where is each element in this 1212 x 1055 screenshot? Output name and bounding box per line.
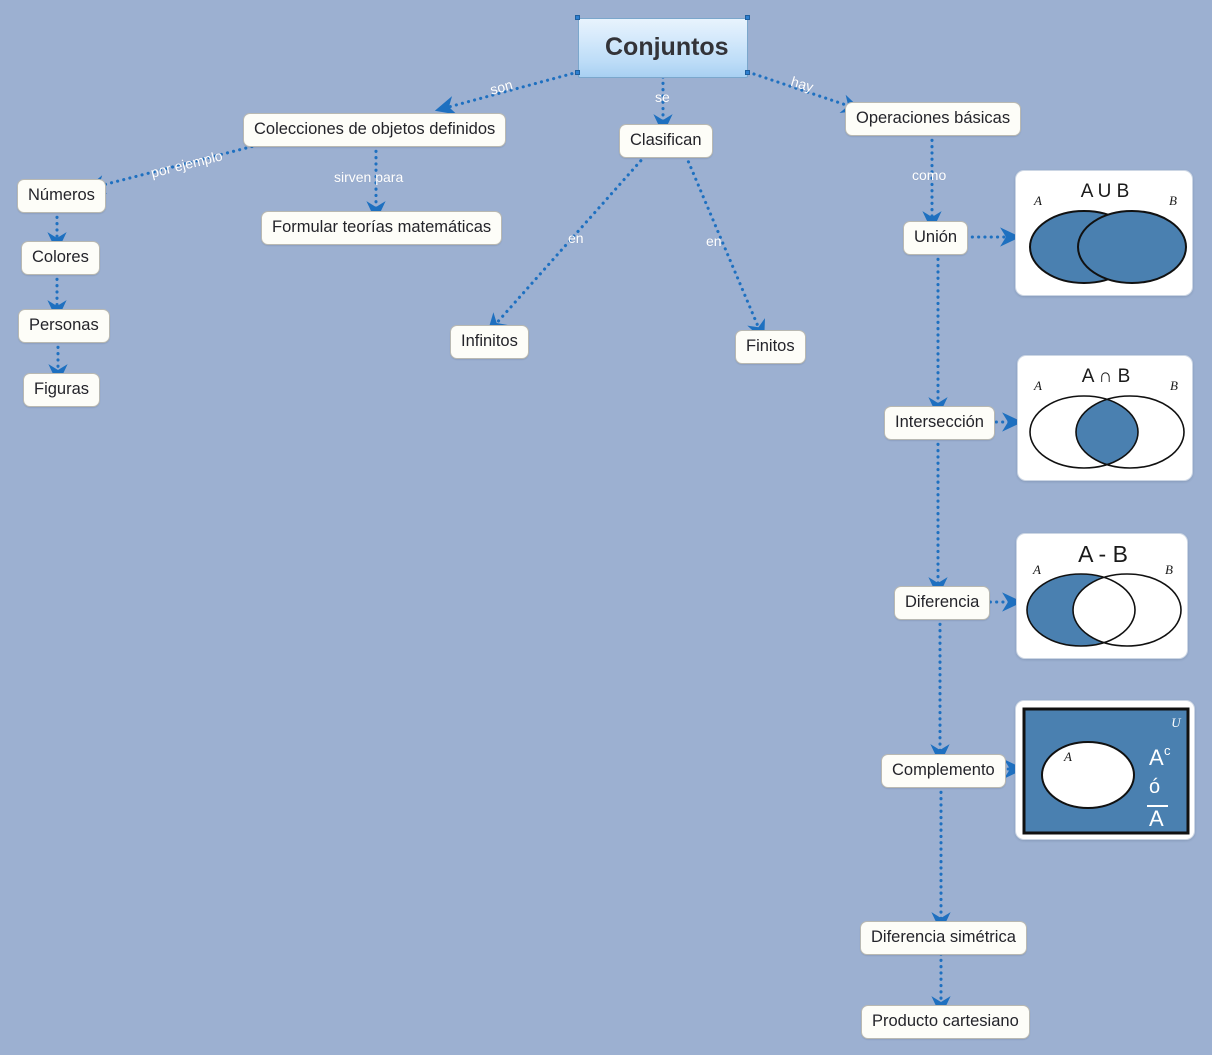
venn-complemento-set-a xyxy=(1041,741,1135,809)
venn-diagram-interseccion-card[interactable]: A ∩ B A B xyxy=(1017,355,1193,481)
node-colecciones-de-objetos-definidos[interactable]: Colecciones de objetos definidos xyxy=(243,113,507,147)
venn-union-set-b xyxy=(1077,210,1187,284)
node-personas[interactable]: Personas xyxy=(18,309,110,343)
venn-diagram-complemento: U A A c ó A xyxy=(1022,707,1190,835)
venn-diagram-interseccion: A ∩ B A B xyxy=(1029,366,1185,469)
venn-diferencia-set-b xyxy=(1072,573,1182,647)
node-colores[interactable]: Colores xyxy=(21,241,100,275)
node-union[interactable]: Unión xyxy=(903,221,969,255)
venn-complemento-notation-ac: A xyxy=(1149,745,1164,770)
node-clasifican[interactable]: Clasifican xyxy=(619,124,713,158)
selection-handle-tr[interactable] xyxy=(745,15,750,20)
selection-handle-br[interactable] xyxy=(745,70,750,75)
venn-complemento-notation-abar: A xyxy=(1149,806,1164,831)
edge-label-son: son xyxy=(488,76,515,98)
venn-interseccion-label-a: A xyxy=(1033,378,1042,393)
venn-interseccion-set-a xyxy=(1029,395,1139,469)
edge-label-como: como xyxy=(912,167,947,183)
venn-interseccion-set-b xyxy=(1075,395,1185,469)
venn-diagram-diferencia: A - B A B xyxy=(1017,534,1187,658)
node-infinitos[interactable]: Infinitos xyxy=(450,325,529,359)
node-figuras[interactable]: Figuras xyxy=(23,373,101,407)
selection-handle-tl[interactable] xyxy=(575,15,580,20)
venn-interseccion-title: A ∩ B xyxy=(1082,366,1131,387)
venn-complemento-notation-o: ó xyxy=(1149,776,1160,798)
venn-diagram-diferencia-card[interactable]: A - B A B xyxy=(1016,533,1188,659)
node-diferencia-simetrica[interactable]: Diferencia simétrica xyxy=(860,921,1027,955)
edge-label-por-ejemplo: por ejemplo xyxy=(149,147,225,181)
venn-complemento-label-u: U xyxy=(1171,715,1182,730)
venn-union-title: A U B xyxy=(1081,181,1130,202)
edge-label-sirven-para: sirven para xyxy=(334,169,404,185)
node-complemento[interactable]: Complemento xyxy=(881,754,1006,788)
edge-clasifican-finitos xyxy=(684,154,765,341)
venn-interseccion-overlap xyxy=(1076,396,1138,468)
page-title[interactable]: Conjuntos xyxy=(578,18,748,78)
venn-interseccion-label-b: B xyxy=(1170,378,1178,393)
venn-diagram-complemento-card[interactable]: U A A c ó A xyxy=(1015,700,1195,840)
venn-union-label-a: A xyxy=(1033,193,1042,208)
venn-diagram-union: A U B A B xyxy=(1029,181,1187,284)
node-operaciones-basicas[interactable]: Operaciones básicas xyxy=(845,102,1022,136)
node-numeros[interactable]: Números xyxy=(17,179,106,213)
edge-label-se: se xyxy=(655,89,670,105)
edge-label-hay: hay xyxy=(789,73,816,95)
node-finitos[interactable]: Finitos xyxy=(735,330,806,364)
venn-diferencia-region xyxy=(1017,534,1187,658)
edge-label-en-izquierda: en xyxy=(568,230,584,246)
node-diferencia[interactable]: Diferencia xyxy=(894,586,991,620)
venn-diferencia-set-a xyxy=(1026,573,1136,647)
node-interseccion[interactable]: Intersección xyxy=(884,406,995,440)
selection-handle-bl[interactable] xyxy=(575,70,580,75)
venn-union-label-b: B xyxy=(1169,193,1177,208)
venn-complemento-label-a: A xyxy=(1063,749,1072,764)
venn-diagram-union-card[interactable]: A U B A B xyxy=(1015,170,1193,296)
node-producto-cartesiano[interactable]: Producto cartesiano xyxy=(861,1005,1030,1039)
edge-label-en-derecha: en xyxy=(706,233,722,249)
node-formular-teorias-matematicas[interactable]: Formular teorías matemáticas xyxy=(261,211,503,245)
venn-complemento-notation-ac-superscript: c xyxy=(1164,743,1171,758)
